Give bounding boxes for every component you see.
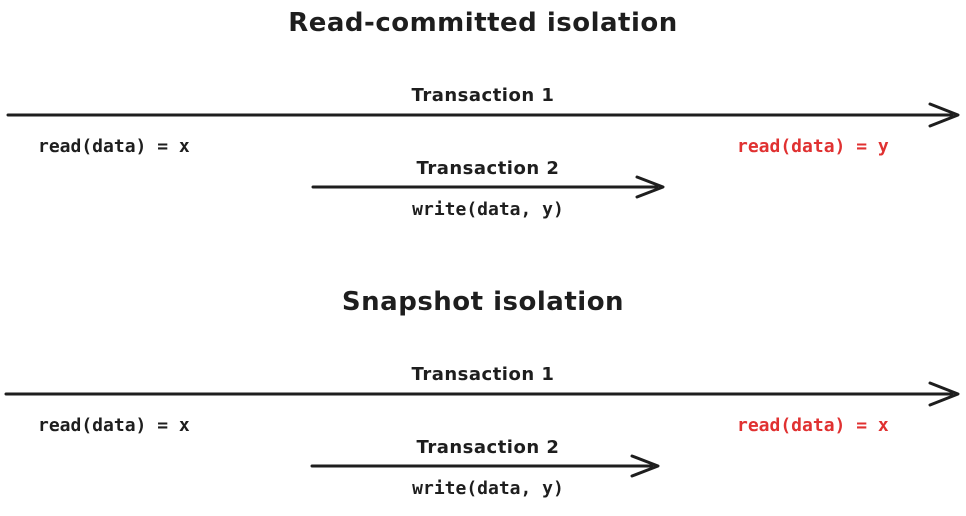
transaction2-label: Transaction 2	[416, 437, 560, 458]
section-read-committed: Read-committed isolation Transaction 1 r…	[6, 8, 960, 220]
read-result-left: read(data) = x	[38, 415, 190, 436]
transaction1-label: Transaction 1	[411, 85, 555, 106]
transaction1-label: Transaction 1	[411, 364, 555, 385]
write-call-label: write(data, y)	[412, 478, 564, 499]
section-title: Snapshot isolation	[341, 287, 625, 317]
transaction2-arrow	[310, 454, 660, 478]
transaction1-arrow	[6, 102, 960, 128]
section-title: Read-committed isolation	[288, 8, 678, 38]
read-result-left: read(data) = x	[38, 136, 190, 157]
write-call-label: write(data, y)	[412, 199, 564, 220]
read-result-right: read(data) = x	[737, 415, 889, 436]
transaction2-arrow	[311, 175, 665, 199]
transaction1-arrow	[4, 381, 960, 407]
section-snapshot: Snapshot isolation Transaction 1 read(da…	[0, 279, 966, 516]
read-result-right: read(data) = y	[737, 136, 889, 157]
transaction2-label: Transaction 2	[416, 158, 560, 179]
